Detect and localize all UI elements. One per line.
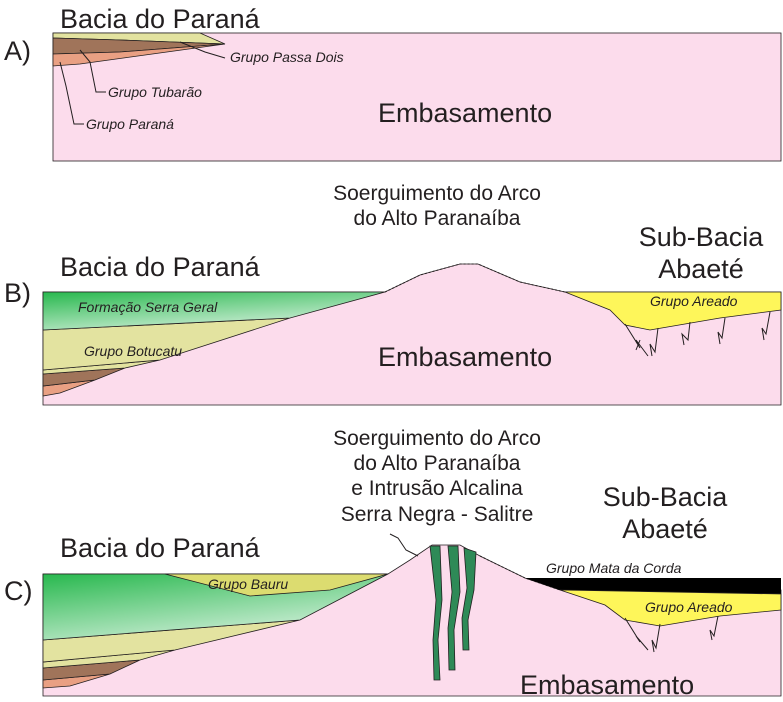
panel-c-uplift-line4: Serra Negra - Salitre	[341, 503, 534, 526]
tubarao-leader	[79, 49, 106, 93]
panel-c-subbasin-line2: Abaeté	[622, 514, 708, 544]
panel-c-subbasin-line1: Sub-Bacia	[603, 482, 729, 512]
panel-c: C) Bacia do Paraná Soerguimento do Arco …	[4, 427, 782, 700]
panel-b-subbasin-line1: Sub-Bacia	[639, 222, 765, 252]
panel-b-subbasin-line2: Abaeté	[658, 254, 744, 284]
parana-leader	[59, 61, 84, 125]
panel-a-basin-title: Bacia do Paraná	[60, 4, 261, 34]
alkaline-intrusion	[429, 545, 477, 681]
passa-dois-leader	[179, 41, 226, 59]
panel-c-uplift-line3: e Intrusão Alcalina	[351, 477, 523, 500]
bauru-layer	[164, 573, 389, 597]
tubarao-label: Grupo Tubarão	[108, 84, 202, 100]
panel-c-faults	[624, 615, 719, 653]
panel-b-uplift-line2: do Alto Paranaíba	[354, 207, 521, 230]
parana-label: Grupo Paraná	[86, 116, 174, 132]
panel-b-basin-title: Bacia do Paraná	[60, 252, 261, 282]
areado-layer-b	[564, 291, 782, 331]
panel-c-label: C)	[4, 576, 33, 606]
uplift-leader-c	[389, 533, 419, 557]
bauru-label: Grupo Bauru	[208, 576, 288, 592]
panel-b-label: B)	[4, 278, 31, 308]
panel-a-basement-label: Embasamento	[378, 98, 552, 128]
areado-label-b: Grupo Areado	[650, 293, 738, 309]
panel-c-basin-title: Bacia do Paraná	[60, 533, 261, 563]
panel-b-arch-outline	[384, 263, 566, 293]
mata-da-corda-layer	[525, 578, 781, 594]
panel-b-basement-label: Embasamento	[378, 342, 552, 372]
panel-c-uplift-line1: Soerguimento do Arco	[333, 427, 541, 450]
parana-layer	[52, 43, 226, 67]
passa-dois-label: Grupo Passa Dois	[230, 49, 344, 65]
panel-a-label: A)	[4, 36, 31, 66]
panel-a-embasamento	[52, 32, 782, 162]
panel-c-uplift-line2: do Alto Paranaíba	[354, 452, 521, 475]
panel-b-faults	[624, 311, 771, 357]
panel-c-arch-outline	[479, 555, 561, 591]
panel-a: Bacia do Paraná A) Embasamento Grupo Pas…	[4, 4, 782, 162]
serra-geral-label: Formação Serra Geral	[78, 299, 218, 315]
areado-label-c: Grupo Areado	[645, 599, 733, 615]
areado-layer-c	[559, 589, 782, 627]
mata-da-corda-label: Grupo Mata da Corda	[546, 560, 682, 576]
botucatu-label: Grupo Botucatu	[84, 343, 182, 359]
panel-c-basement-label: Embasamento	[520, 670, 694, 700]
panel-b-uplift-line1: Soerguimento do Arco	[333, 182, 541, 205]
serra-geral-layer	[42, 291, 386, 331]
panel-b: B) Bacia do Paraná Soerguimento do Arco …	[4, 182, 782, 406]
